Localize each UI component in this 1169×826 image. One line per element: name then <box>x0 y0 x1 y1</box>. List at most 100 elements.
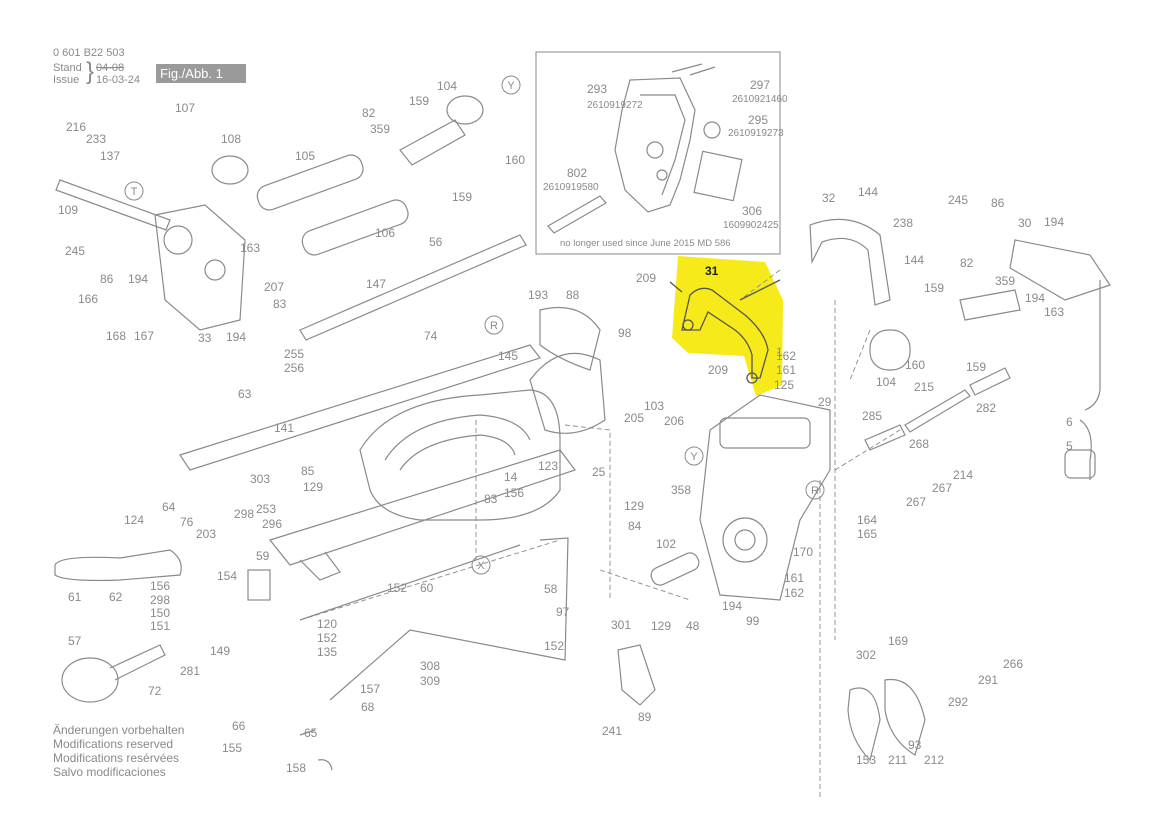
part-label[interactable]: 135 <box>317 645 337 659</box>
part-label[interactable]: 59 <box>256 549 270 563</box>
part-label[interactable]: 162 <box>784 586 804 600</box>
part-label[interactable]: 89 <box>638 710 652 724</box>
part-label[interactable]: 88 <box>566 288 580 302</box>
part-label[interactable]: 233 <box>86 132 106 146</box>
part-label[interactable]: 160 <box>905 358 925 372</box>
part-label[interactable]: 124 <box>124 513 144 527</box>
part-label[interactable]: 154 <box>217 569 237 583</box>
part-label[interactable]: 209 <box>708 363 728 377</box>
part-label[interactable]: 238 <box>893 216 913 230</box>
part-label[interactable]: 159 <box>924 281 944 295</box>
part-label[interactable]: 103 <box>644 399 664 413</box>
part-label[interactable]: 152 <box>387 581 407 595</box>
part-label[interactable]: 156 <box>504 486 524 500</box>
part-label[interactable]: 205 <box>624 411 644 425</box>
part-label[interactable]: 129 <box>651 619 671 633</box>
part-label[interactable]: 292 <box>948 695 968 709</box>
inset-part-number[interactable]: 295 <box>748 113 768 127</box>
part-label[interactable]: 298 <box>234 507 254 521</box>
part-label[interactable]: 109 <box>58 203 78 217</box>
part-label[interactable]: 144 <box>858 185 878 199</box>
part-label[interactable]: 64 <box>162 500 176 514</box>
part-label[interactable]: 83 <box>273 297 287 311</box>
part-label[interactable]: 6 <box>1066 415 1073 429</box>
part-label[interactable]: 30 <box>1018 216 1032 230</box>
part-label[interactable]: 129 <box>624 499 644 513</box>
part-label[interactable]: 203 <box>196 527 216 541</box>
part-label[interactable]: 285 <box>862 409 882 423</box>
part-label[interactable]: 123 <box>538 459 558 473</box>
part-label[interactable]: 212 <box>924 753 944 767</box>
part-label[interactable]: 266 <box>1003 657 1023 671</box>
part-label[interactable]: 245 <box>65 244 85 258</box>
part-label[interactable]: 151 <box>150 619 170 633</box>
part-label[interactable]: 120 <box>317 617 337 631</box>
part-label[interactable]: 56 <box>429 235 443 249</box>
part-label[interactable]: 309 <box>420 674 440 688</box>
part-label[interactable]: 68 <box>361 700 375 714</box>
part-label[interactable]: 296 <box>262 517 282 531</box>
part-label[interactable]: 108 <box>221 132 241 146</box>
part-label[interactable]: 76 <box>180 515 194 529</box>
part-label[interactable]: 194 <box>128 272 148 286</box>
part-label[interactable]: 5 <box>1066 439 1073 453</box>
part-label[interactable]: 161 <box>776 363 796 377</box>
part-label[interactable]: 66 <box>232 719 246 733</box>
part-label[interactable]: 207 <box>264 280 284 294</box>
part-label[interactable]: 82 <box>362 106 376 120</box>
part-label[interactable]: 86 <box>991 196 1005 210</box>
part-label[interactable]: 170 <box>793 545 813 559</box>
part-label[interactable]: 214 <box>953 468 973 482</box>
part-label[interactable]: 61 <box>68 590 82 604</box>
part-label[interactable]: 298 <box>150 593 170 607</box>
part-label[interactable]: 104 <box>876 375 896 389</box>
part-label[interactable]: 206 <box>664 414 684 428</box>
part-label[interactable]: 125 <box>774 378 794 392</box>
part-label[interactable]: 65 <box>304 726 318 740</box>
part-label[interactable]: 194 <box>1044 215 1064 229</box>
part-label[interactable]: 155 <box>222 741 242 755</box>
part-label[interactable]: 144 <box>904 253 924 267</box>
part-label[interactable]: 163 <box>240 241 260 255</box>
part-label[interactable]: 63 <box>238 387 252 401</box>
part-label[interactable]: 1 <box>776 345 783 359</box>
part-label[interactable]: 29 <box>818 395 832 409</box>
part-label[interactable]: 105 <box>295 149 315 163</box>
part-label[interactable]: 99 <box>746 614 760 628</box>
part-label[interactable]: 141 <box>274 421 294 435</box>
part-label[interactable]: 211 <box>888 753 907 767</box>
part-label[interactable]: 157 <box>360 682 380 696</box>
part-label[interactable]: 281 <box>180 664 200 678</box>
part-label[interactable]: 358 <box>671 483 691 497</box>
part-label[interactable]: 163 <box>1044 305 1064 319</box>
part-label[interactable]: 129 <box>303 480 323 494</box>
part-label[interactable]: 308 <box>420 659 440 673</box>
part-label[interactable]: 106 <box>375 226 395 240</box>
part-label[interactable]: 193 <box>528 288 548 302</box>
part-label[interactable]: 86 <box>100 272 114 286</box>
part-label[interactable]: 72 <box>148 684 162 698</box>
part-label[interactable]: 359 <box>995 274 1015 288</box>
part-label[interactable]: 145 <box>498 349 518 363</box>
part-label[interactable]: 102 <box>656 537 676 551</box>
part-label[interactable]: 98 <box>618 326 632 340</box>
part-label[interactable]: 153 <box>856 753 876 767</box>
part-label[interactable]: 14 <box>504 470 518 484</box>
part-label[interactable]: 150 <box>150 606 170 620</box>
inset-part-number[interactable]: 306 <box>742 204 762 218</box>
part-label[interactable]: 282 <box>976 401 996 415</box>
part-label[interactable]: 303 <box>250 472 270 486</box>
part-label[interactable]: 267 <box>932 481 952 495</box>
part-label[interactable]: 291 <box>978 673 998 687</box>
part-label[interactable]: 194 <box>226 330 246 344</box>
part-label[interactable]: 137 <box>100 149 120 163</box>
part-label[interactable]: 168 <box>106 329 126 343</box>
part-label[interactable]: 215 <box>914 380 934 394</box>
part-label[interactable]: 83 <box>484 492 498 506</box>
highlight-part-number[interactable]: 31 <box>705 264 719 278</box>
part-label[interactable]: 167 <box>134 329 154 343</box>
part-label[interactable]: 159 <box>966 360 986 374</box>
part-label[interactable]: 169 <box>888 634 908 648</box>
part-label[interactable]: 33 <box>198 331 212 345</box>
part-label[interactable]: 194 <box>1025 291 1045 305</box>
